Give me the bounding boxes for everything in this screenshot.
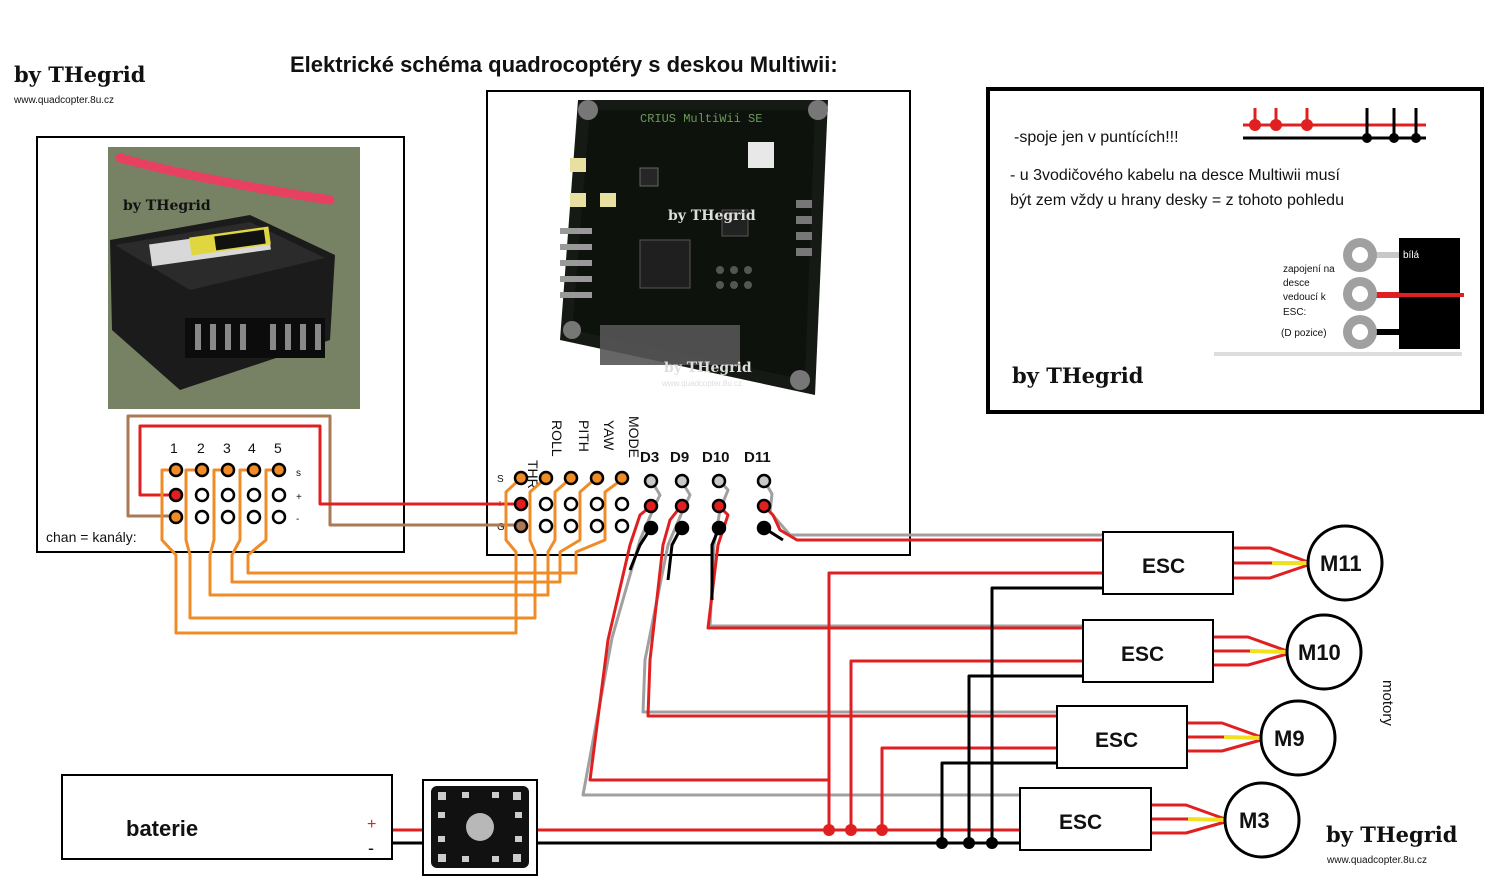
wire-signal-mode (246, 468, 625, 575)
receiver-channel-numbers: 1 2 3 4 5 (170, 440, 282, 456)
legend-note-ground-line1: - u 3vodičového kabelu na desce Multiwii… (1010, 167, 1341, 184)
legend-note-junctions: -spoje jen v puntících!!! (1014, 129, 1179, 146)
receiver-row-s: s (296, 468, 301, 479)
motor-m10 (1285, 613, 1363, 691)
board-pins (513, 470, 772, 536)
battery-plus: + (367, 816, 376, 833)
receiver-caption: chan = kanály: (46, 529, 137, 545)
receiver-photo-signature: by THegrid (123, 198, 211, 214)
motors-label: motory (1379, 680, 1396, 726)
motor-label-m3: M3 (1239, 808, 1270, 833)
legend-wire-white: bílá (1403, 250, 1420, 261)
wire-d9-signal (641, 479, 1057, 714)
brand-signature-bottom: by THegrid (1326, 822, 1458, 847)
wire-bus-m11-ground (990, 586, 1103, 843)
motor-m9 (1259, 699, 1337, 777)
wire-d10-power (706, 504, 1083, 630)
board-input-labels: THR ROLL PITH YAW MODE (525, 416, 642, 489)
motor-m3 (1223, 781, 1301, 859)
esc-label-m11: ESC (1142, 555, 1185, 578)
receiver-row-plus: + (296, 492, 302, 503)
board-label-d11: D11 (744, 449, 771, 466)
legend-connector-line5: (D pozice) (1281, 328, 1327, 339)
board-photo-text: CRIUS MultiWii SE (640, 112, 762, 126)
wire-signal-thr (160, 468, 523, 635)
wire-bus-m11-power (827, 571, 1103, 829)
legend-connector-line3: vedoucí k (1283, 292, 1327, 303)
wire-d3-signal (581, 479, 1020, 797)
esc-box-m9 (1056, 705, 1188, 769)
motor-m11 (1306, 524, 1384, 602)
board-row-s: S (497, 474, 504, 485)
legend-connector-line4: ESC: (1283, 307, 1306, 318)
board-label-d9: D9 (670, 449, 689, 466)
receiver-pins (168, 462, 287, 525)
board-label-d3: D3 (640, 449, 659, 466)
wire-bus-m10-power (849, 659, 1083, 829)
legend-signature: by THegrid (1012, 363, 1144, 388)
motors: M11 M10 M9 M3 (1223, 524, 1384, 859)
wire-receiver-power (138, 424, 521, 506)
esc-label-m9: ESC (1095, 729, 1138, 752)
wire-bus-m9-ground (940, 761, 1057, 843)
wire-d11-power (762, 504, 1103, 542)
motor-label-m11: M11 (1320, 551, 1362, 576)
receiver-channel-5: 5 (274, 440, 282, 456)
receiver-channel-1: 1 (170, 440, 178, 456)
receiver-channel-2: 2 (197, 440, 205, 456)
motor-label-m9: M9 (1274, 726, 1305, 751)
board-photo: CRIUS MultiWii SE by THegrid by THegrid … (560, 100, 828, 395)
wire-signal-roll (184, 468, 547, 620)
battery-minus: - (368, 838, 374, 858)
brand-url-bottom: www.quadcopter.8u.cz (1326, 855, 1427, 866)
board-photo-url: www.quadcopter.8u.cz (661, 379, 742, 388)
motor-wire-yellow (1187, 561, 1308, 822)
esc-label-m3: ESC (1059, 811, 1102, 834)
receiver-photo: by THegrid (108, 147, 360, 409)
board-label-yaw: YAW (601, 420, 617, 451)
legend-junction-sample (1243, 108, 1426, 143)
brand-signature-top: by THegrid (14, 62, 146, 87)
wire-signal-pith (208, 468, 572, 597)
wire-bus-m10-ground (967, 674, 1083, 843)
esc-box-m3 (1019, 787, 1152, 851)
receiver-row-minus: - (296, 514, 299, 525)
legend-connector-label: zapojení na desce vedoucí k ESC: (D pozi… (1281, 264, 1335, 339)
receiver-channel-4: 4 (248, 440, 256, 456)
legend-connector-line1: zapojení na (1283, 264, 1335, 275)
receiver-channel-3: 3 (223, 440, 231, 456)
board-label-d10: D10 (702, 449, 730, 466)
bus-junctions (823, 824, 998, 849)
board-output-labels: D3 D9 D10 D11 (640, 449, 771, 466)
legend-connector-line2: desce (1283, 278, 1310, 289)
esc-label-m10: ESC (1121, 643, 1164, 666)
brand-url-top: www.quadcopter.8u.cz (13, 95, 114, 106)
board-photo-signature: by THegrid (668, 208, 756, 224)
board-label-thr: THR (525, 460, 541, 489)
wire-bus-m9-power (880, 746, 1057, 829)
esc-box-m11 (1102, 531, 1234, 595)
battery-label: baterie (126, 816, 198, 841)
esc-boxes: ESC ESC ESC ESC (1019, 531, 1234, 851)
battery-box (61, 774, 393, 860)
board-label-pith: PITH (576, 420, 592, 452)
receiver-row-labels: s + - (296, 468, 302, 525)
wire-signal-yaw (230, 468, 597, 584)
diagram-title: Elektrické schéma quadrocoptéry s deskou… (290, 52, 838, 77)
board-label-mode: MODE (626, 416, 642, 458)
wire-d9-power (646, 505, 1057, 718)
power-distribution-board (422, 779, 538, 876)
board-photo-signature-bottom: by THegrid (664, 360, 752, 376)
esc-box-m10 (1082, 619, 1214, 683)
board-label-roll: ROLL (549, 420, 565, 457)
legend-note-ground-line2: být zem vždy u hrany desky = z tohoto po… (1010, 192, 1344, 209)
legend-connector: bílá (1214, 238, 1464, 356)
wire-receiver-ground (126, 414, 521, 527)
board-row-g: G (497, 522, 505, 533)
motor-label-m10: M10 (1298, 640, 1341, 665)
